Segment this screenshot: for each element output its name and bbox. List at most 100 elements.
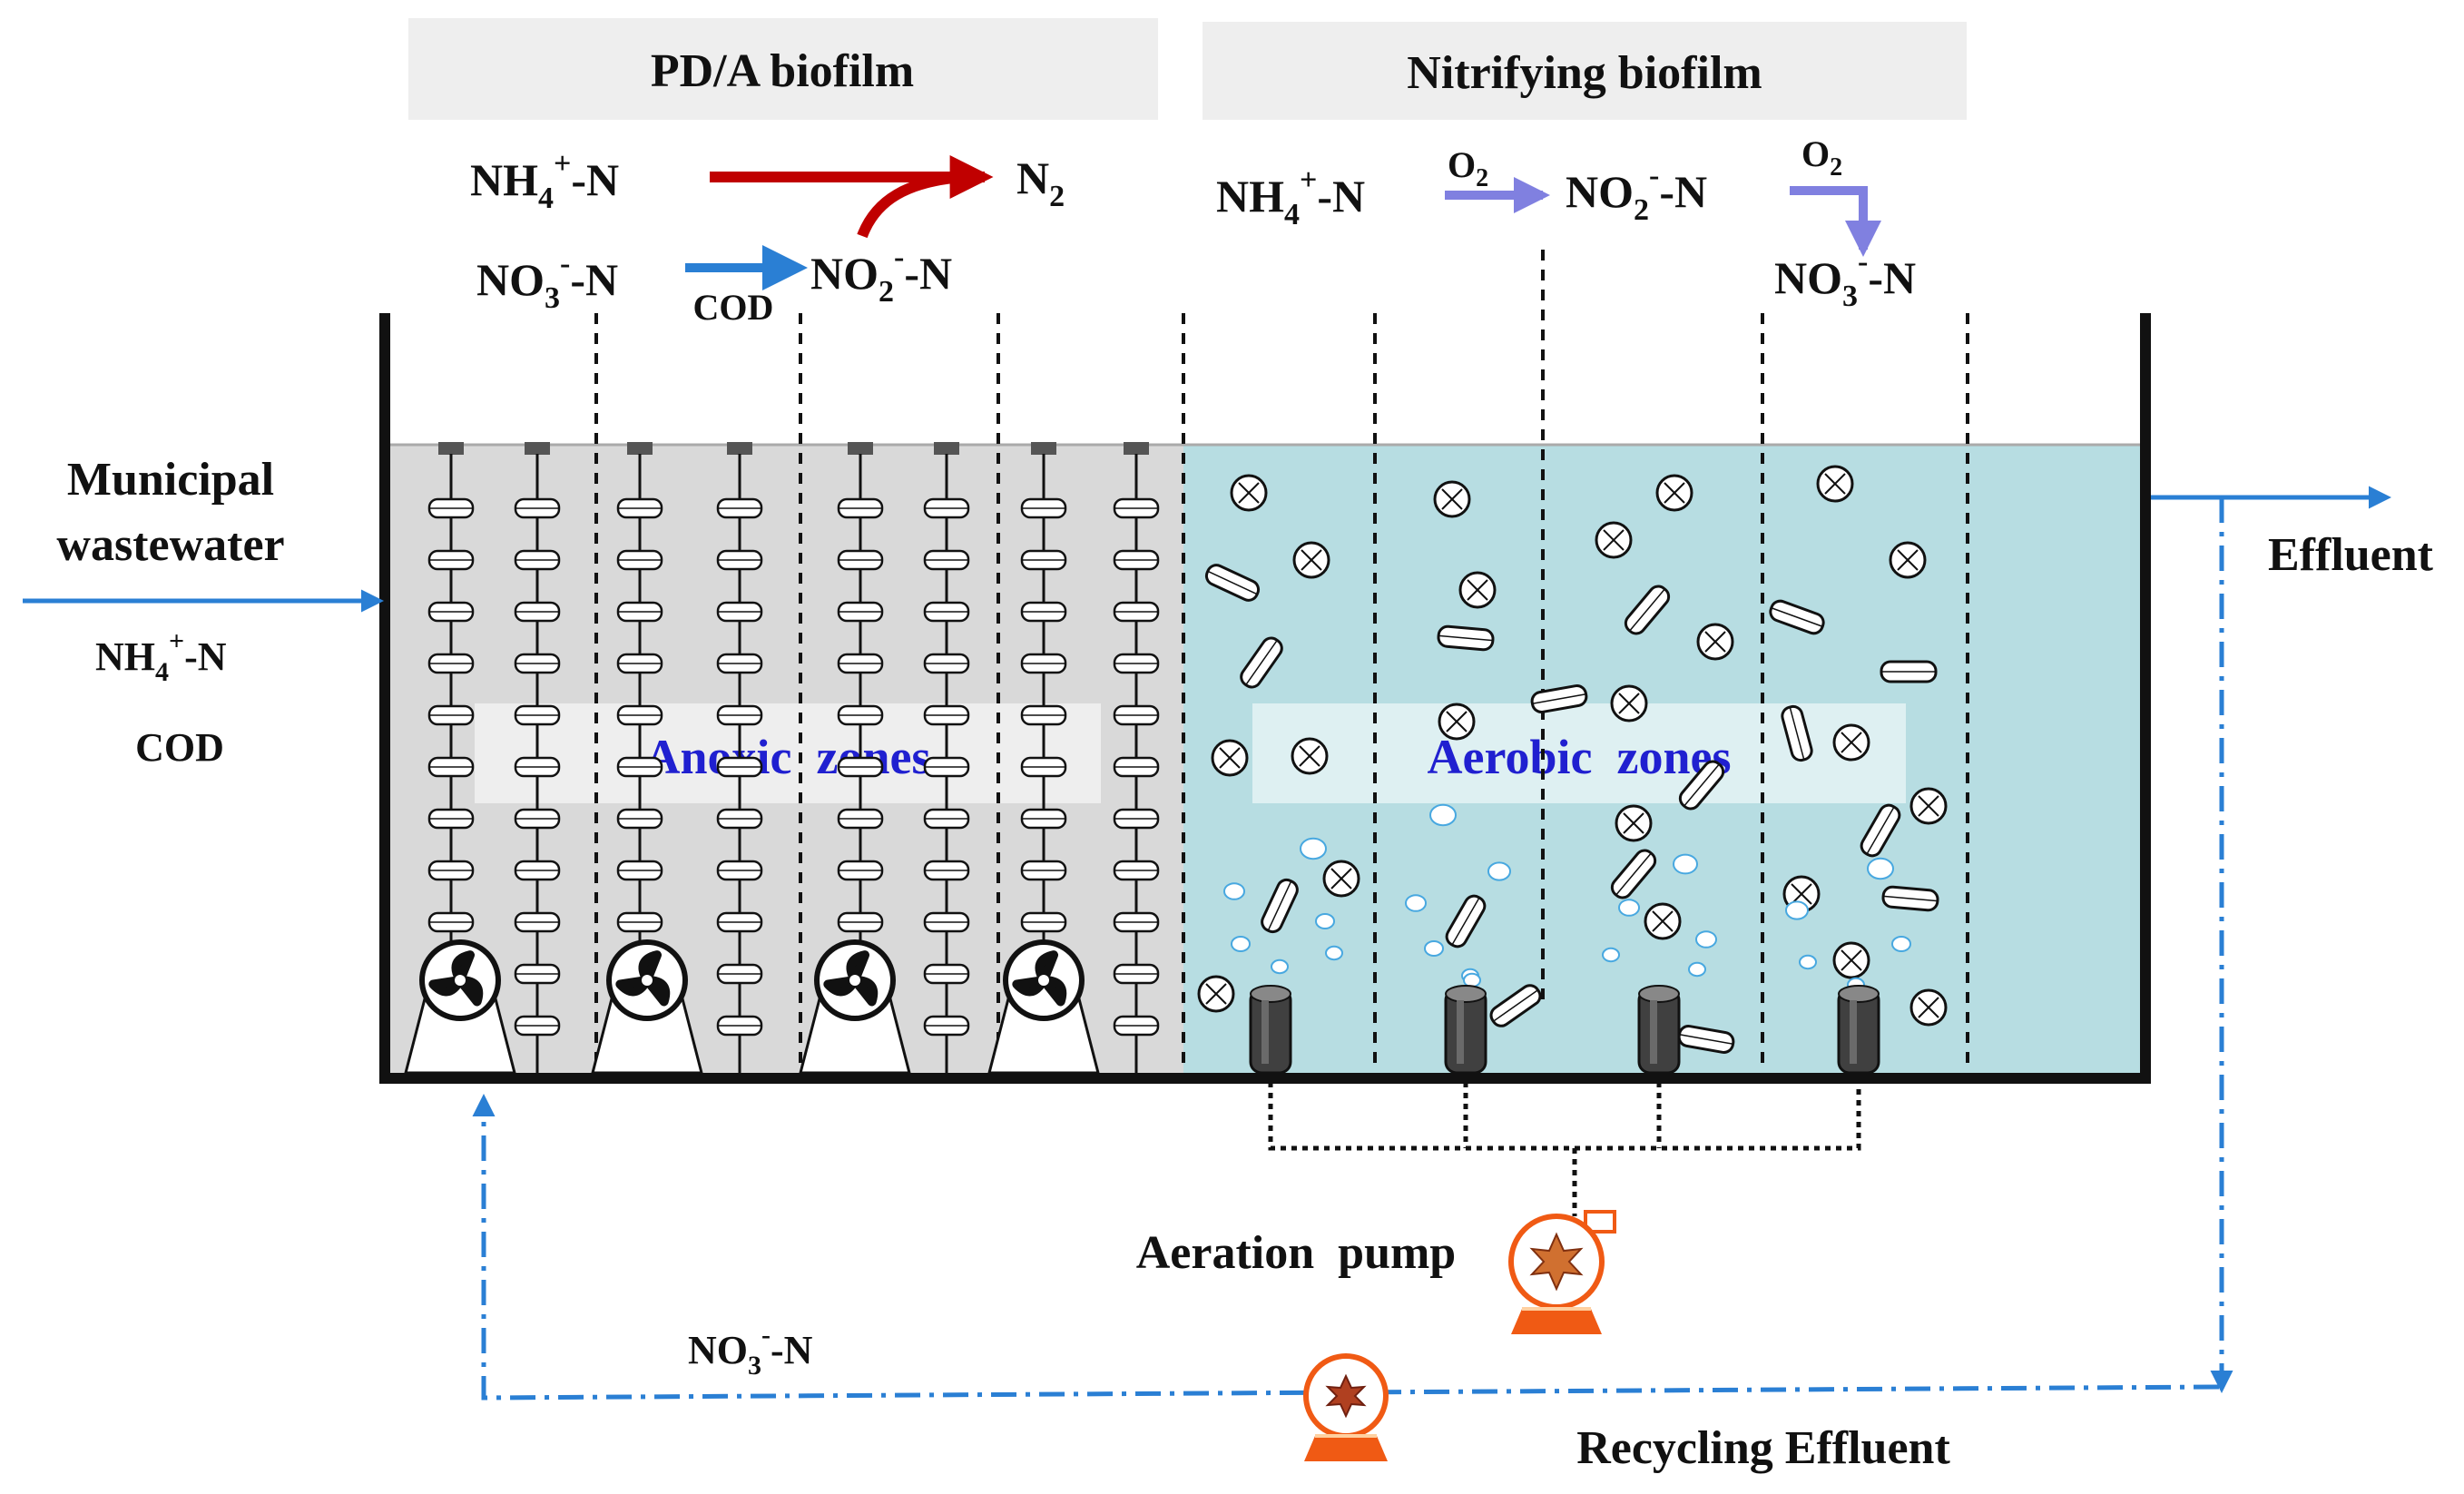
anoxic-zones-label: Anoxic zones — [475, 703, 1101, 803]
suspended-carrier — [1909, 988, 1948, 1027]
air-bubble — [1891, 936, 1911, 952]
influent-label-line1: Municipal — [67, 454, 274, 506]
air-bubble — [1231, 936, 1251, 952]
suspended-carrier — [1261, 878, 1299, 934]
air-bubble — [1223, 882, 1245, 900]
suspended-carrier — [1781, 704, 1813, 762]
suspended-carrier — [1881, 885, 1939, 912]
suspended-carrier — [1211, 739, 1249, 777]
nitrifying-biofilm-title: Nitrifying biofilm — [1407, 47, 1762, 99]
suspended-carrier — [1860, 803, 1901, 858]
carrier-string — [514, 442, 561, 1076]
agitator-fan-icon — [591, 939, 703, 1075]
recycle-line: NO3--N Recycling Effluent — [472, 497, 2233, 1474]
suspended-carrier — [1909, 787, 1948, 825]
oxygen-label-2: O2 — [1801, 133, 1842, 182]
agitator-fan-icon — [987, 939, 1100, 1075]
suspended-carrier — [1655, 474, 1693, 512]
carrier-string — [716, 442, 763, 1076]
pda-biofilm-title: PD/A biofilm — [651, 45, 914, 97]
recycle-label: Recycling Effluent — [1576, 1422, 1950, 1474]
nitrifying-biofilm-header: Nitrifying biofilm — [1203, 22, 1967, 120]
aeration-pump: Aeration pump — [1136, 1210, 1616, 1334]
influent-stream: Municipal wastewater NH4+-N COD — [23, 454, 384, 770]
suspended-carrier — [1291, 737, 1329, 775]
aeration-pump-icon — [1508, 1210, 1616, 1334]
carrier-string — [923, 442, 970, 1076]
suspended-carrier — [1322, 860, 1360, 898]
anoxic-ammonium-label: NH4+-N — [470, 147, 619, 215]
reactor-tank — [379, 313, 2151, 1084]
air-bubble — [1785, 900, 1809, 920]
suspended-carrier — [1832, 723, 1870, 762]
suspended-carrier — [1489, 984, 1542, 1027]
anammox-reaction: NH4+-N N2 — [470, 147, 1065, 239]
air-bubbles — [1223, 803, 1911, 993]
suspended-carrier — [1696, 623, 1734, 661]
recycle-pump-icon — [1303, 1353, 1389, 1461]
aerobic-ammonium-label: NH4+-N — [1216, 163, 1365, 231]
suspended-carrier — [1197, 975, 1235, 1013]
suspended-carriers — [1197, 465, 1948, 1054]
air-bubble — [1424, 940, 1444, 957]
air-bubble — [1300, 837, 1327, 860]
suspended-carrier — [1458, 571, 1497, 609]
svg-text:Anoxic zones: Anoxic zones — [645, 730, 931, 784]
suspended-carrier — [1438, 703, 1476, 741]
air-bubble — [1867, 857, 1894, 880]
suspended-carrier — [1433, 480, 1471, 518]
influent-cod-label: COD — [135, 725, 224, 770]
aerobic-nitrate-label: NO3--N — [1774, 245, 1916, 313]
nitrification-reaction: NH4+-N O2 NO2--N O2 NO3--N — [1216, 133, 1916, 313]
suspended-carrier — [1816, 465, 1854, 503]
oxygen-label-1: O2 — [1448, 144, 1488, 192]
diffuser — [1249, 985, 1292, 1075]
influent-label-line2: wastewater — [56, 519, 284, 571]
agitator-fan-icon — [404, 939, 516, 1075]
anoxic-nitrate-label: NO3--N — [476, 247, 618, 315]
svg-text:Aerobic zones: Aerobic zones — [1428, 730, 1732, 784]
suspended-carrier — [1530, 684, 1588, 713]
partial-denitrification-reaction: NO3--N COD NO2--N — [476, 241, 952, 328]
air-bubble — [1673, 853, 1698, 875]
aeration-pump-label: Aeration pump — [1136, 1227, 1456, 1279]
compartment-dividers — [594, 250, 1969, 1071]
suspended-carrier — [1595, 521, 1633, 559]
recycle-nitrate-label: NO3--N — [688, 1320, 813, 1381]
suspended-carrier — [1615, 804, 1653, 842]
suspended-carrier — [1880, 660, 1938, 683]
suspended-carrier — [1445, 894, 1487, 948]
diffuser — [1837, 985, 1880, 1075]
air-bubble — [1487, 861, 1511, 881]
effluent-label: Effluent — [2268, 529, 2434, 581]
aerobic-nitrite-label: NO2--N — [1566, 159, 1707, 227]
suspended-carrier — [1204, 564, 1261, 602]
air-bubble — [1429, 803, 1457, 827]
anoxic-nitrite-label: NO2--N — [810, 241, 952, 309]
air-bubble — [1271, 958, 1289, 975]
air-bubble — [1618, 899, 1640, 917]
suspended-carrier — [1832, 941, 1870, 979]
air-bubble — [1325, 945, 1343, 961]
air-bubble — [1799, 954, 1817, 970]
suspended-carrier — [1437, 624, 1495, 652]
suspended-carrier — [1769, 599, 1825, 635]
air-bubble — [1688, 961, 1706, 978]
n2-label: N2 — [1016, 152, 1065, 213]
anoxic-agitators — [404, 939, 1100, 1075]
effluent-stream: Effluent — [2151, 486, 2434, 581]
air-bubble — [1602, 947, 1620, 963]
diffuser — [1637, 985, 1681, 1075]
carrier-string — [1113, 442, 1160, 1076]
suspended-carrier — [1292, 541, 1330, 579]
air-bubble — [1695, 930, 1717, 948]
cod-electron-donor-label: COD — [693, 287, 774, 328]
air-bubble — [1315, 913, 1335, 929]
suspended-carrier — [1889, 541, 1927, 579]
nitrite-to-n2-arrow — [857, 172, 963, 239]
suspended-carrier — [1610, 849, 1657, 899]
nitrite-oxidation-arrow — [1790, 186, 1881, 257]
agitator-fan-icon — [799, 939, 911, 1075]
influent-ammonium-label: NH4+-N — [95, 626, 227, 687]
